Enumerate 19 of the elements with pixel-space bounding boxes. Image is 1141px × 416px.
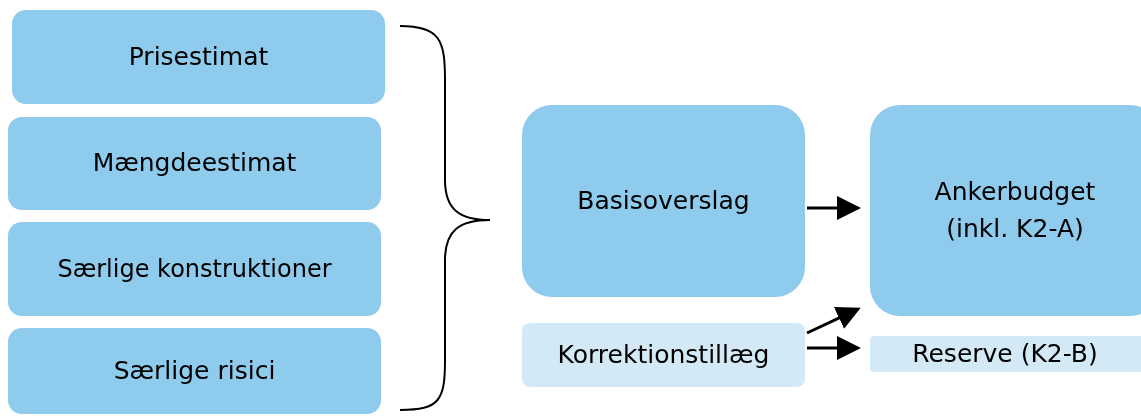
process-box	[870, 105, 1141, 316]
process-box	[8, 328, 381, 414]
process-box	[870, 336, 1141, 372]
box-label: Særlige konstruktioner	[57, 253, 332, 285]
box-label: Reserve (K2-B)	[912, 337, 1098, 370]
box-label: Ankerbudget (inkl. K2-A)	[933, 176, 1097, 245]
box-label: Korrektionstillæg	[557, 338, 770, 371]
process-box	[522, 323, 805, 387]
arrow	[807, 195, 861, 220]
process-box	[522, 105, 805, 297]
arrow	[807, 336, 861, 360]
arrow	[806, 307, 861, 335]
process-box	[8, 117, 381, 210]
box-label: Basisoverslag	[577, 184, 750, 217]
process-box	[12, 10, 385, 104]
box-label: Særlige risici	[113, 354, 276, 387]
box-label: Prisestimat	[128, 40, 269, 73]
box-label: Mængdeestimat	[92, 147, 297, 180]
process-box	[8, 222, 381, 316]
